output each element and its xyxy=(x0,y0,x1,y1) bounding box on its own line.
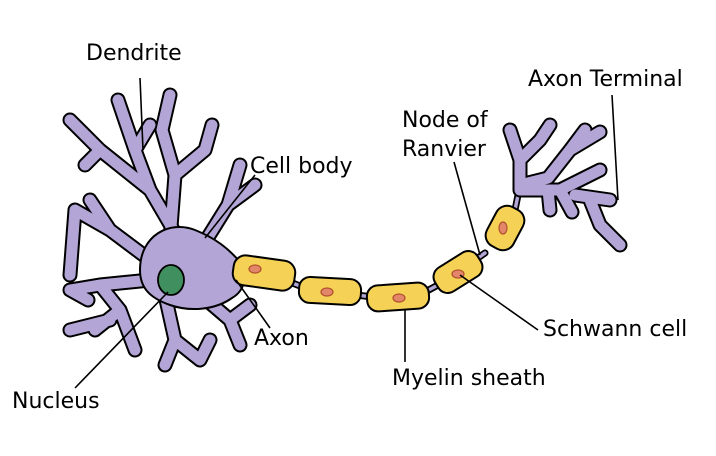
schwann-nucleus-5 xyxy=(498,221,508,235)
label-node-of-ranvier-line2: Ranvier xyxy=(402,137,487,162)
axon-terminal xyxy=(502,117,628,253)
leader-lines xyxy=(74,77,619,389)
label-cell-body: Cell body xyxy=(250,154,353,179)
label-axon: Axon xyxy=(254,326,309,351)
label-myelin-sheath: Myelin sheath xyxy=(392,366,546,391)
schwann-nucleus-3 xyxy=(392,293,406,303)
cell-body xyxy=(139,225,246,310)
label-axon-terminal: Axon Terminal xyxy=(528,67,683,92)
schwann-nucleus-1 xyxy=(248,264,262,274)
dendrites xyxy=(62,87,263,373)
schwann-cell-1 xyxy=(231,254,297,292)
nucleus xyxy=(157,264,185,296)
label-node-of-ranvier-line1: Node of xyxy=(402,108,489,133)
label-schwann-cell: Schwann cell xyxy=(543,317,687,342)
label-dendrite: Dendrite xyxy=(86,41,182,66)
schwann-nucleus-2 xyxy=(320,287,334,297)
label-nucleus: Nucleus xyxy=(12,389,100,414)
myelin-sheath xyxy=(231,204,526,313)
